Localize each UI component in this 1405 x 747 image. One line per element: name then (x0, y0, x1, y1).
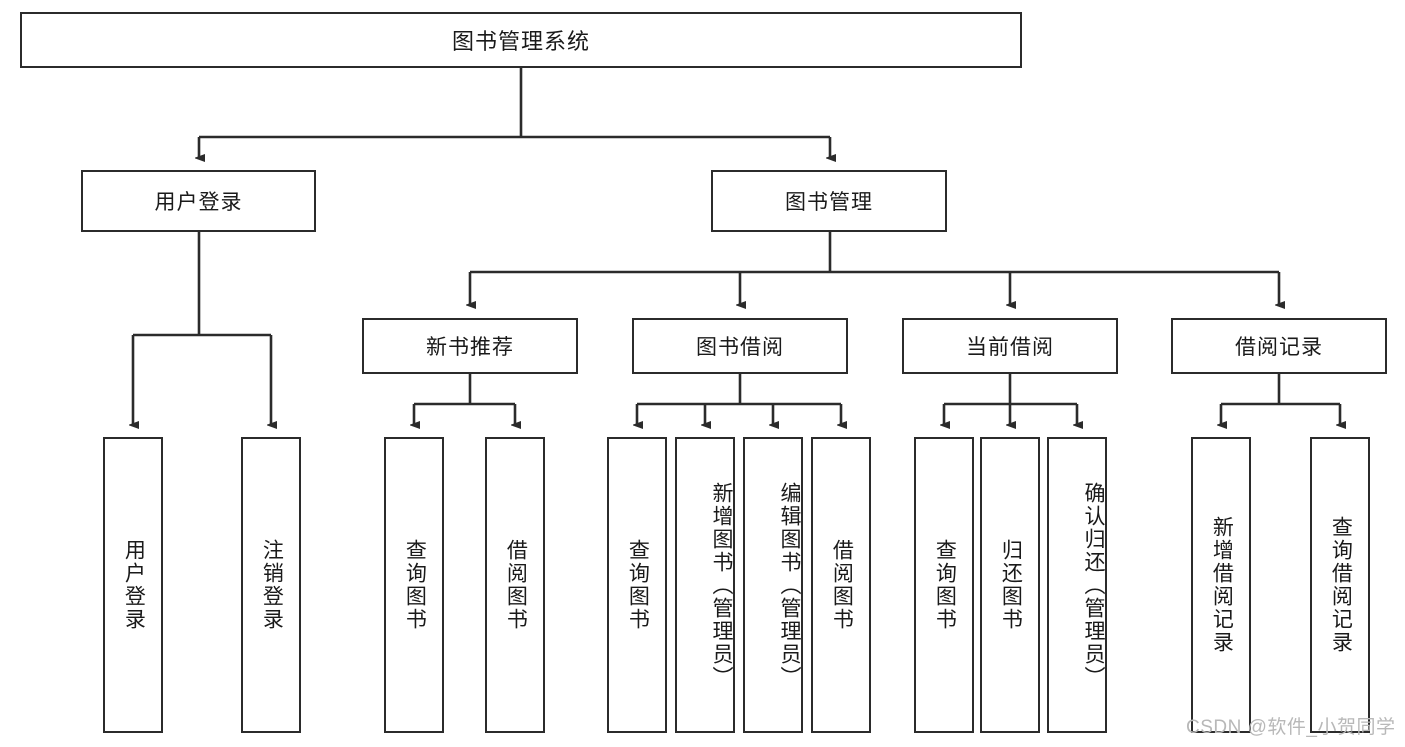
leaf-user-login[interactable]: 用户登录 (103, 437, 163, 733)
leaf-borrow-book-recommend[interactable]: 借阅图书 (485, 437, 545, 733)
node-borrow-record[interactable]: 借阅记录 (1171, 318, 1387, 374)
leaf-confirm-return[interactable]: 确认归还（管理员） (1047, 437, 1107, 733)
leaf-edit-book[interactable]: 编辑图书（管理员） (743, 437, 803, 733)
node-book-borrow[interactable]: 图书借阅 (632, 318, 848, 374)
leaf-borrow-book[interactable]: 借阅图书 (811, 437, 871, 733)
leaf-query-book-borrow[interactable]: 查询图书 (607, 437, 667, 733)
leaf-query-book-current[interactable]: 查询图书 (914, 437, 974, 733)
leaf-add-borrow-record[interactable]: 新增借阅记录 (1191, 437, 1251, 733)
node-current-borrow[interactable]: 当前借阅 (902, 318, 1118, 374)
node-book-manage[interactable]: 图书管理 (711, 170, 947, 232)
leaf-add-book[interactable]: 新增图书（管理员） (675, 437, 735, 733)
node-user-login[interactable]: 用户登录 (81, 170, 316, 232)
leaf-logout[interactable]: 注销登录 (241, 437, 301, 733)
leaf-return-book[interactable]: 归还图书 (980, 437, 1040, 733)
node-root-system[interactable]: 图书管理系统 (20, 12, 1022, 68)
leaf-query-borrow-record[interactable]: 查询借阅记录 (1310, 437, 1370, 733)
csdn-watermark: CSDN @软件_小贺同学 (1186, 717, 1396, 738)
leaf-query-book-recommend[interactable]: 查询图书 (384, 437, 444, 733)
node-new-book-recommend[interactable]: 新书推荐 (362, 318, 578, 374)
